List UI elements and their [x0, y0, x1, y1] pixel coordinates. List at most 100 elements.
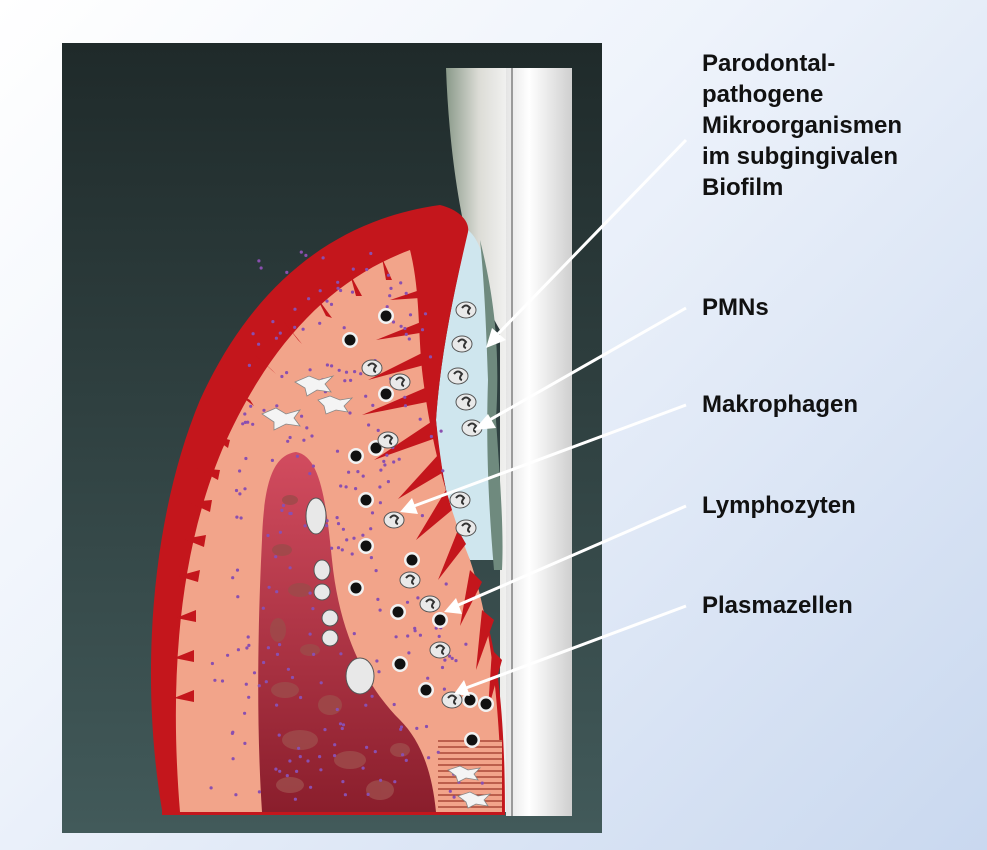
pmn-cell	[378, 432, 398, 448]
bacterium-dot	[278, 734, 281, 737]
bacterium-dot	[265, 680, 268, 683]
bacterium-dot	[376, 598, 379, 601]
bacterium-dot	[240, 516, 243, 519]
bacterium-dot	[248, 364, 251, 367]
bacterium-dot	[362, 475, 365, 478]
label-biofilm-line: Mikroorganismen	[702, 110, 902, 141]
bacterium-dot	[243, 712, 246, 715]
bacterium-dot	[213, 679, 216, 682]
bacterium-dot	[262, 607, 265, 610]
bacterium-dot	[304, 524, 307, 527]
bacterium-dot	[395, 635, 398, 638]
bacterium-dot	[262, 661, 265, 664]
bacterium-dot	[348, 411, 351, 414]
bacterium-dot	[377, 670, 380, 673]
bacterium-dot	[276, 653, 279, 656]
bacterium-dot	[336, 516, 339, 519]
lymphocyte-cell	[348, 580, 364, 596]
pmn-cell	[456, 302, 476, 318]
bacterium-dot	[319, 768, 322, 771]
bacterium-dot	[425, 725, 428, 728]
bacterium-dot	[371, 404, 374, 407]
pmn-cell	[448, 368, 468, 384]
bacterium-dot	[275, 337, 278, 340]
bacterium-dot	[337, 522, 340, 525]
bacterium-dot	[339, 652, 342, 655]
bacterium-dot	[289, 566, 292, 569]
bacterium-dot	[299, 755, 302, 758]
bacterium-dot	[406, 634, 409, 637]
bacterium-dot	[302, 328, 305, 331]
bacterium-dot	[288, 759, 291, 762]
bacterium-dot	[385, 454, 388, 457]
bacterium-dot	[307, 297, 310, 300]
lymphocyte-cell	[348, 448, 364, 464]
bacterium-dot	[454, 659, 457, 662]
bacterium-dot	[322, 256, 325, 259]
bacterium-dot	[330, 547, 333, 550]
bacterium-dot	[398, 458, 401, 461]
bacterium-dot	[300, 415, 303, 418]
bacterium-dot	[416, 596, 419, 599]
bacterium-dot	[364, 704, 367, 707]
bacterium-dot	[310, 434, 313, 437]
lymphocyte-cell	[392, 656, 408, 672]
bacterium-dot	[312, 653, 315, 656]
bacterium-dot	[267, 646, 270, 649]
bacterium-dot	[399, 281, 402, 284]
pmn-cell	[452, 336, 472, 352]
label-biofilm-line: im subgingivalen	[702, 141, 902, 172]
bacterium-dot	[305, 426, 308, 429]
bacterium-dot	[318, 755, 321, 758]
bacterium-dot	[299, 696, 302, 699]
bacterium-dot	[424, 312, 427, 315]
bacterium-dot	[421, 328, 424, 331]
bacterium-dot	[243, 412, 246, 415]
bacterium-dot	[353, 632, 356, 635]
bacterium-dot	[345, 371, 348, 374]
bacterium-dot	[226, 654, 229, 657]
bacterium-dot	[258, 790, 261, 793]
bacterium-dot	[231, 576, 234, 579]
bacterium-dot	[443, 659, 446, 662]
bacterium-dot	[445, 582, 448, 585]
label-plasma-cells: Plasmazellen	[702, 590, 853, 621]
bacterium-dot	[379, 609, 382, 612]
lymphocyte-cell	[464, 732, 480, 748]
bacterium-dot	[343, 379, 346, 382]
lymphocyte-cell	[404, 552, 420, 568]
bacterium-dot	[244, 457, 247, 460]
bacterium-dot	[342, 528, 345, 531]
bacterium-dot	[393, 703, 396, 706]
bacterium-dot	[210, 786, 213, 789]
bacterium-dot	[336, 287, 339, 290]
bacterium-dot	[253, 671, 256, 674]
bacterium-dot	[403, 396, 406, 399]
bacterium-dot	[241, 422, 244, 425]
bacterium-dot	[295, 770, 298, 773]
bacterium-dot	[318, 322, 321, 325]
bacterium-dot	[481, 782, 484, 785]
bacterium-dot	[296, 455, 299, 458]
bacterium-dot	[336, 708, 339, 711]
bacterium-dot	[287, 668, 290, 671]
bacterium-dot	[426, 677, 429, 680]
bacterium-dot	[464, 643, 467, 646]
bacterium-dot	[271, 459, 274, 462]
bacterium-dot	[365, 746, 368, 749]
lymphocyte-cell	[358, 538, 374, 554]
pmn-cell	[456, 520, 476, 536]
bacterium-dot	[297, 747, 300, 750]
pmn-cell	[430, 642, 450, 658]
bacterium-dot	[338, 369, 341, 372]
bacterium-dot	[275, 590, 278, 593]
bacterium-dot	[374, 750, 377, 753]
bacterium-dot	[238, 492, 241, 495]
bacterium-dot	[319, 289, 322, 292]
lymphocyte-cell	[418, 682, 434, 698]
bacterium-dot	[344, 793, 347, 796]
bacterium-dot	[405, 333, 408, 336]
bacterium-dot	[333, 754, 336, 757]
bacterium-dot	[449, 790, 452, 793]
bacterium-dot	[441, 469, 444, 472]
